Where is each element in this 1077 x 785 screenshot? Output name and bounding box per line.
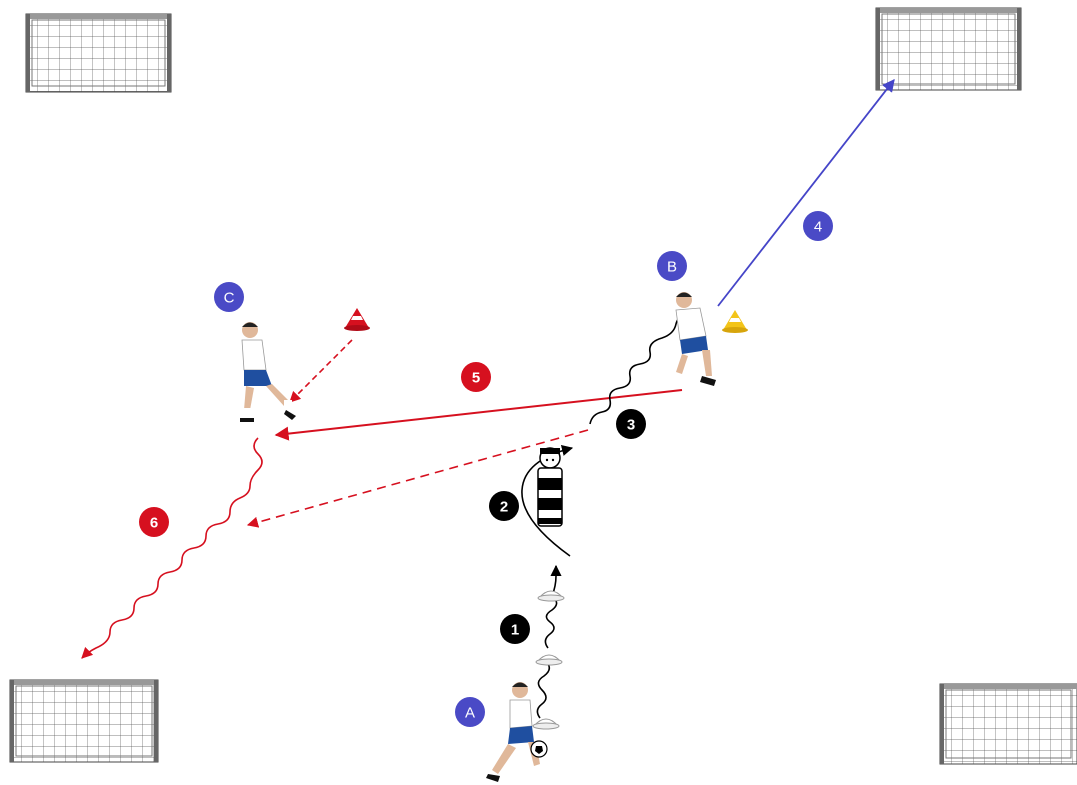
svg-text:3: 3 [627, 417, 635, 434]
player-badge-b: B [657, 251, 687, 281]
run-line [248, 430, 588, 525]
step-badge-2: 2 [489, 491, 519, 521]
cone-icon [344, 308, 370, 331]
svg-text:6: 6 [150, 515, 158, 532]
player-badge-a: A [455, 697, 485, 727]
cone-icon [722, 310, 748, 333]
cone-icon [538, 591, 564, 601]
goal-icon [940, 684, 1077, 764]
cone-icon [536, 655, 562, 665]
svg-text:2: 2 [500, 499, 508, 516]
goal-icon [10, 680, 158, 762]
player-icon [676, 292, 716, 386]
svg-text:A: A [465, 705, 475, 722]
goal-icon [26, 14, 171, 92]
step-badge-6: 6 [139, 507, 169, 537]
player-icon [240, 322, 296, 422]
ball-icon [531, 741, 547, 757]
step-badge-3: 3 [616, 409, 646, 439]
mannequin-icon [538, 448, 562, 526]
svg-text:4: 4 [814, 219, 822, 236]
step-badge-1: 1 [500, 614, 530, 644]
player-badge-c: C [214, 282, 244, 312]
svg-text:1: 1 [511, 622, 519, 639]
player-icon [486, 682, 540, 782]
step-badge-5: 5 [461, 362, 491, 392]
run-line [290, 340, 352, 402]
svg-text:5: 5 [472, 370, 480, 387]
step-badge-4: 4 [803, 211, 833, 241]
dribble-line [82, 438, 262, 658]
svg-text:B: B [667, 259, 677, 276]
dribble-line [537, 566, 556, 718]
svg-text:C: C [224, 290, 235, 307]
dribble-line [590, 314, 686, 424]
goal-icon [876, 8, 1021, 90]
shot-line [718, 80, 894, 306]
cone-icon [533, 719, 559, 729]
